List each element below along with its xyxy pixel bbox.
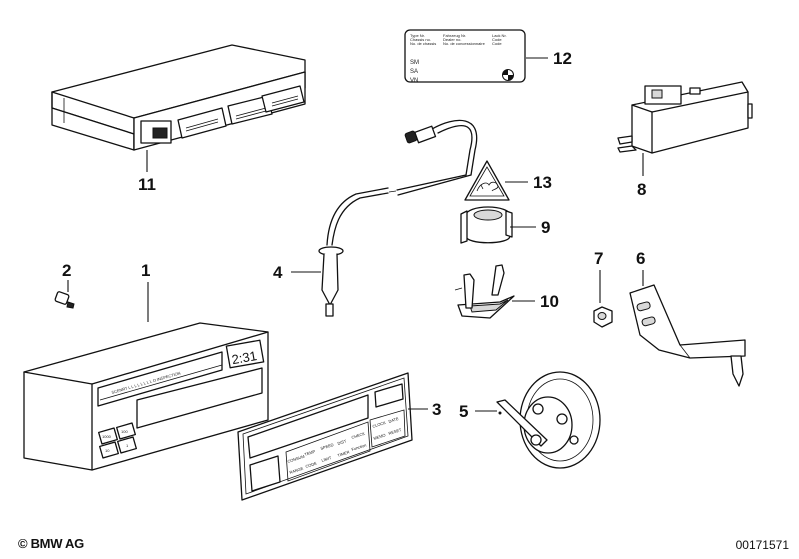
callout-1: 1 <box>141 261 150 322</box>
callout-8: 8 <box>637 153 646 199</box>
svg-text:1: 1 <box>126 443 129 448</box>
key-temp[interactable]: TEMP <box>304 449 316 457</box>
obc-clock-text: 2:31 <box>231 348 259 367</box>
obc-button-100[interactable]: 100 <box>116 422 136 440</box>
label12-r0c2: Lack Nr. <box>492 33 507 38</box>
label12-r1c2: Code <box>492 37 502 42</box>
part-5-horn[interactable] <box>496 371 601 469</box>
svg-text:1000: 1000 <box>102 434 112 439</box>
callout-11: 11 <box>138 150 156 194</box>
callout-13: 13 <box>505 173 552 192</box>
obc-button-1[interactable]: 1 <box>117 436 137 454</box>
part-11-control-unit[interactable] <box>51 44 306 151</box>
part-9-connector-housing[interactable] <box>460 206 513 244</box>
callout-6-label: 6 <box>636 249 645 268</box>
label12-field-sm: SM <box>410 60 419 66</box>
bmw-logo-icon <box>502 69 514 81</box>
label12-r1c1: Dealer no. <box>443 37 461 42</box>
callout-5: 5 <box>459 402 497 421</box>
key-consum[interactable]: CONSUM <box>287 454 305 464</box>
copyright-notice: © BMW AG <box>18 536 84 551</box>
label12-r2c0: No. de chassis <box>410 41 436 46</box>
callout-10-label: 10 <box>540 292 559 311</box>
callout-13-label: 13 <box>533 173 552 192</box>
part-12-identification-label[interactable]: Type Nr. Fahrzeug Nr. Lack Nr. Chassis n… <box>404 29 526 84</box>
part-1-on-board-computer[interactable]: SCENRT L L L L L L L L O INSPECTION 2:31… <box>23 322 269 471</box>
key-dist[interactable]: DIST <box>337 438 348 446</box>
key-function[interactable]: Function <box>351 442 367 451</box>
label12-r0c1: Fahrzeug Nr. <box>443 33 466 38</box>
part-7-hex-nut[interactable] <box>593 306 613 328</box>
key-range[interactable]: RANGE <box>289 466 304 475</box>
keypad-button-grid <box>285 409 406 482</box>
key-check[interactable]: CHECK <box>351 431 366 440</box>
callout-2-label: 2 <box>62 261 71 280</box>
callout-8-label: 8 <box>637 180 646 199</box>
callout-2: 2 <box>62 261 71 292</box>
callout-9: 9 <box>510 218 550 237</box>
part-6-bracket[interactable] <box>629 284 746 387</box>
callout-7: 7 <box>594 249 603 303</box>
part-2-bulb[interactable] <box>54 291 75 309</box>
key-date[interactable]: DATE <box>388 416 400 424</box>
svg-text:10: 10 <box>105 448 110 453</box>
part-8-relay-module[interactable] <box>617 81 753 154</box>
callout-1-label: 1 <box>141 261 150 280</box>
label12-r2c1: No. de concessionnaire <box>443 41 486 46</box>
key-memo[interactable]: MEMO <box>373 432 386 441</box>
callout-12: 12 <box>526 49 572 68</box>
part-4-temperature-sensor[interactable] <box>318 119 478 317</box>
label12-r1c0: Chassis no. <box>410 37 431 42</box>
callout-6: 6 <box>636 249 645 286</box>
label12-field-sa: SA <box>410 69 418 75</box>
label12-field-vn: VN <box>410 78 418 84</box>
key-limit[interactable]: LIMIT <box>321 455 333 463</box>
callout-4: 4 <box>273 263 321 282</box>
part-3-keypad-cover[interactable]: CONSUM TEMP SPEED DIST CHECK CLOCK DATE … <box>237 372 413 501</box>
part-10-connector-retainer[interactable] <box>454 264 515 319</box>
label12-r2c2: Code <box>492 41 502 46</box>
svg-text:100: 100 <box>121 429 128 434</box>
callout-5-label: 5 <box>459 402 468 421</box>
callout-10: 10 <box>512 292 559 311</box>
key-clock[interactable]: CLOCK <box>372 420 387 429</box>
label12-r0c0: Type Nr. <box>410 33 425 38</box>
callout-3: 3 <box>408 400 441 419</box>
callout-3-label: 3 <box>432 400 441 419</box>
callout-12-label: 12 <box>553 49 572 68</box>
obc-button-10[interactable]: 10 <box>99 441 119 459</box>
callout-7-label: 7 <box>594 249 603 268</box>
drawing-number: 00171571 <box>735 538 789 552</box>
callout-4-label: 4 <box>273 263 283 282</box>
key-speed[interactable]: SPEED <box>320 442 335 451</box>
callout-11-label: 11 <box>138 175 156 194</box>
key-reset[interactable]: RESET <box>388 427 403 436</box>
obc-button-1000[interactable]: 1000 <box>98 427 118 445</box>
key-timer[interactable]: TIMER <box>337 449 350 458</box>
part-13-warning-sticker[interactable] <box>464 160 510 201</box>
key-code[interactable]: CODE <box>305 461 318 469</box>
callout-9-label: 9 <box>541 218 550 237</box>
